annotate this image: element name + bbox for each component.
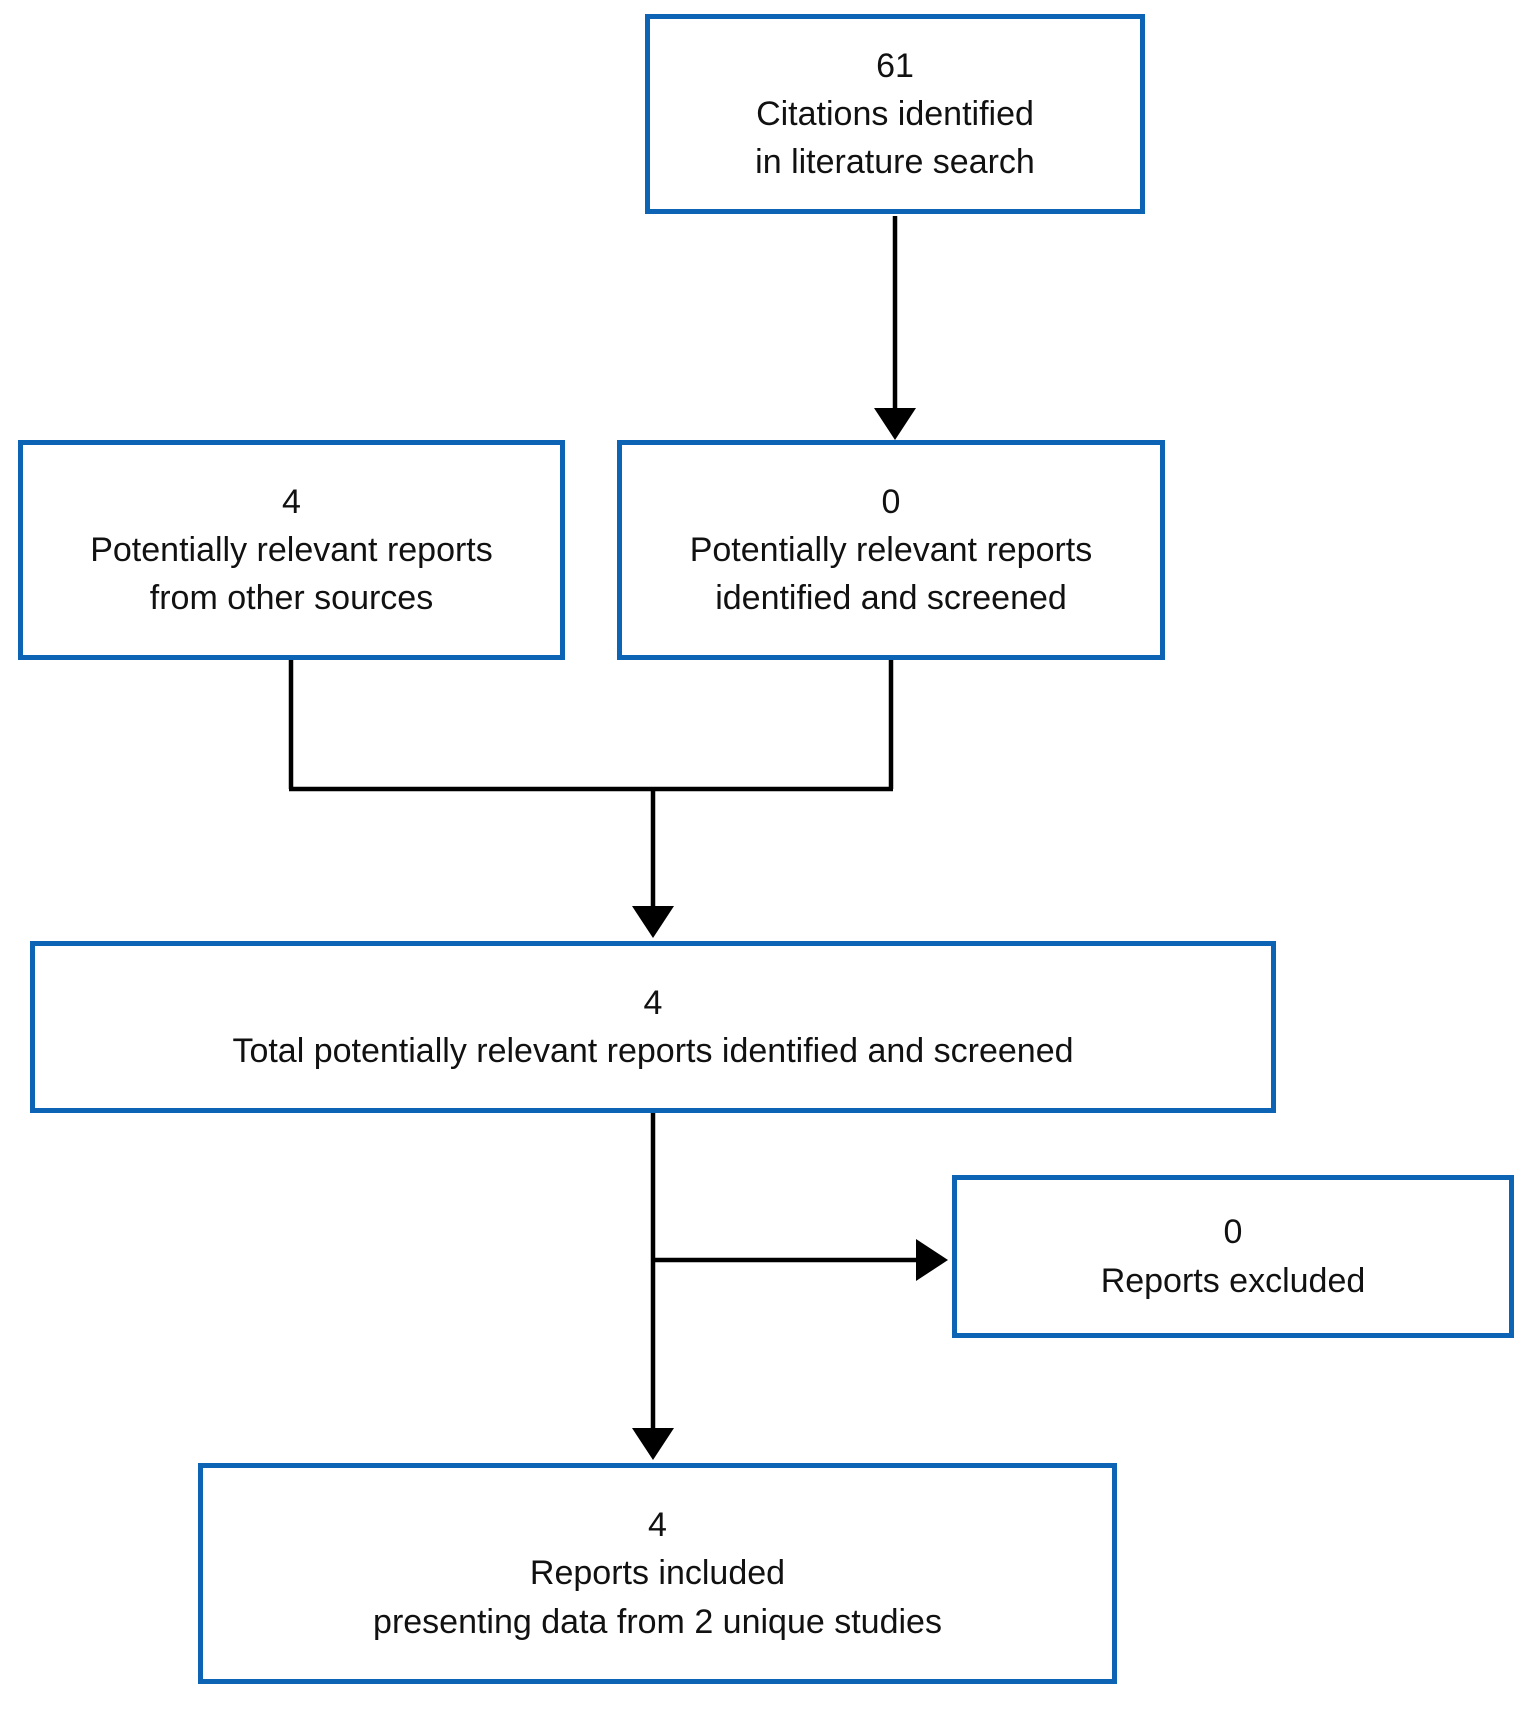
arrowhead-down-icon [632,1428,674,1460]
box-label-line: Total potentially relevant reports ident… [232,1032,1074,1070]
box-label-line: in literature search [755,143,1035,182]
box-reports-identified-screened: 0 Potentially relevant reports identifie… [617,440,1165,660]
box-label-line: Reports excluded [1100,1261,1366,1300]
box-reports-other-sources: 4 Potentially relevant reports from othe… [18,440,565,660]
box-label-line: presenting data from 2 unique studies [373,1602,942,1641]
arrowhead-down-icon [874,408,916,440]
box-label-line: identified and screened [715,579,1067,618]
box-count: 61 [876,46,914,85]
box-label-line: Potentially relevant reports [90,530,493,569]
box-count: 0 [881,482,901,521]
box-label-line: Potentially relevant reports [689,530,1093,569]
arrowhead-down-icon [632,906,674,938]
box-label-line: Citations identified [756,94,1034,133]
arrowhead-right-icon [916,1239,948,1281]
box-label-line: Reports included [529,1554,786,1593]
box-reports-included: 4 Reports included presenting data from … [198,1463,1117,1684]
box-count: 0 [1223,1213,1243,1252]
box-count: 4 [648,1506,667,1545]
box-reports-excluded: 0 Reports excluded [952,1175,1514,1338]
box-count: 4 [282,482,301,521]
box-total-reports-screened: 4 Total potentially relevant reports ide… [30,941,1276,1113]
box-label-line: from other sources [149,579,434,618]
box-citations-identified: 61 Citations identified in literature se… [645,14,1145,214]
box-count: 4 [643,983,663,1022]
